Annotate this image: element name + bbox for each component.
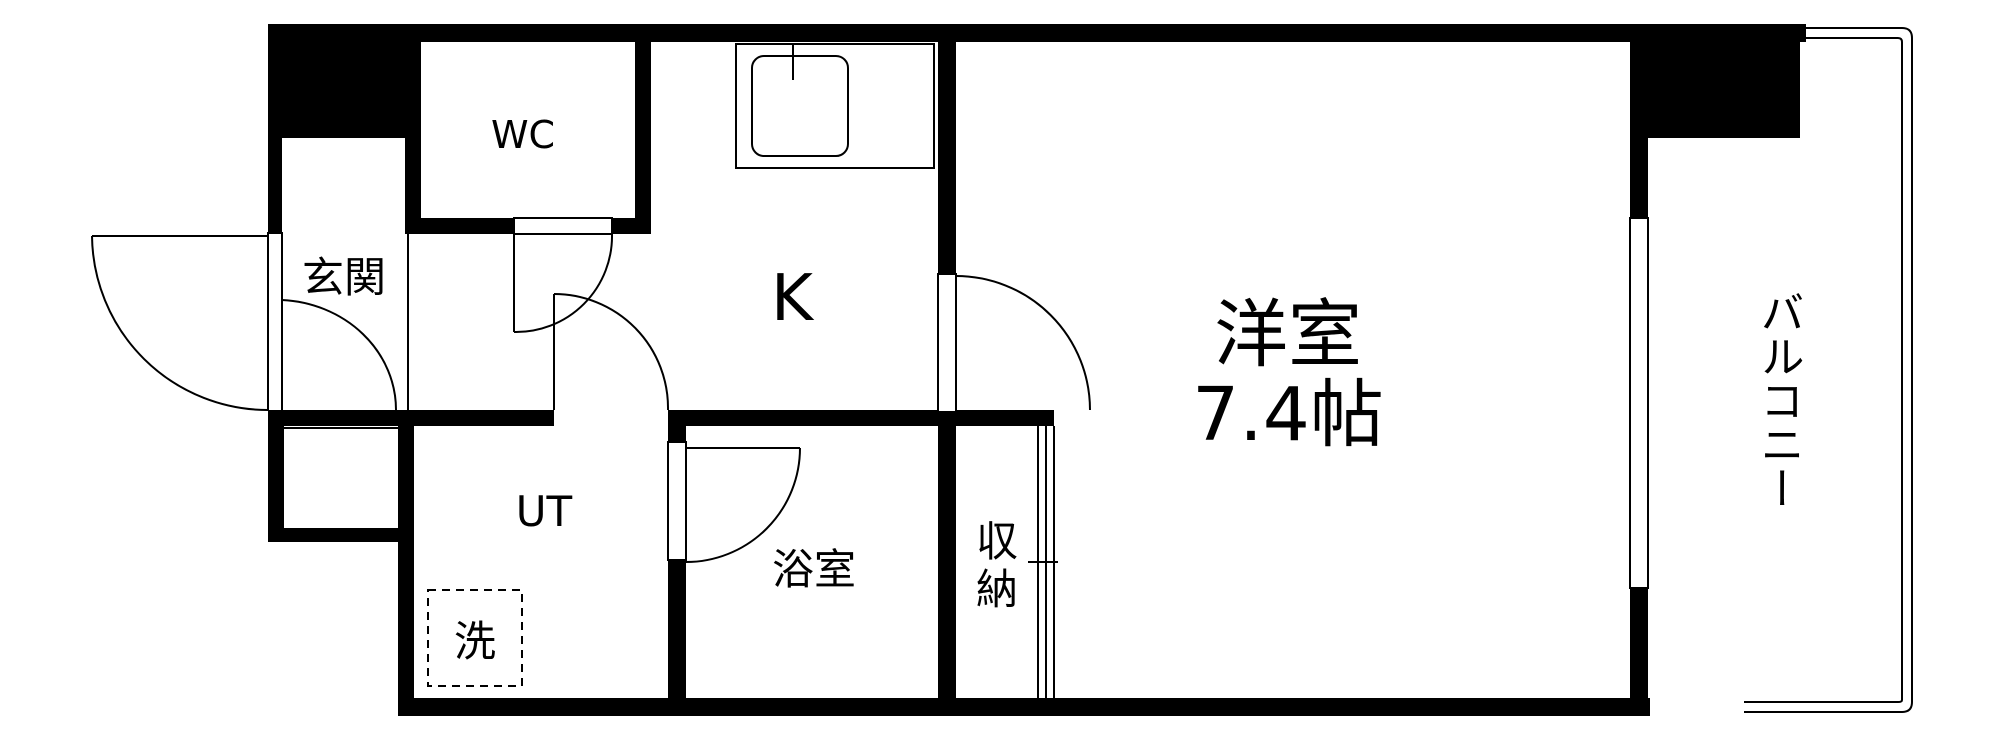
storage-label-bottom: 納 xyxy=(976,565,1018,614)
bathroom-label: 浴室 xyxy=(772,545,856,594)
utility-label: UT xyxy=(516,487,573,536)
western-room-size: 7.4帖 xyxy=(1192,372,1384,458)
balcony-label: バルコニー xyxy=(1753,290,1804,510)
thin-lines xyxy=(267,27,1913,713)
wc-label: WC xyxy=(491,113,555,157)
storage-label-top: 収 xyxy=(976,517,1018,566)
walls xyxy=(268,24,1806,716)
kitchen-label: K xyxy=(771,262,815,336)
western-room-label: 洋室 xyxy=(1214,292,1362,378)
door-swings xyxy=(91,233,1091,563)
washer-label: 洗 xyxy=(454,617,496,666)
entrance-label: 玄関 xyxy=(302,253,386,302)
